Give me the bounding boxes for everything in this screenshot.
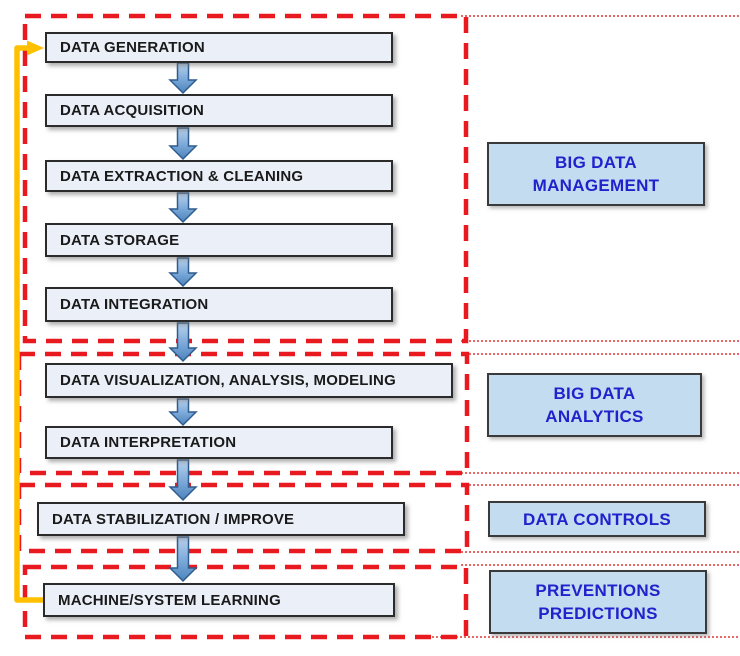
feedback-loop-arrow xyxy=(14,40,46,603)
group-outline-preventions-predictions xyxy=(22,564,469,640)
down-arrow-icon xyxy=(168,127,198,161)
down-arrow-icon xyxy=(168,62,198,95)
flow-node-label: DATA VISUALIZATION, ANALYSIS, MODELING xyxy=(60,372,396,389)
side-label-line: ANALYTICS xyxy=(545,407,644,426)
group-outlines xyxy=(16,13,470,640)
flow-node-data-acquisition: DATA ACQUISITION xyxy=(45,94,393,127)
flow-node-data-stabilization-improve: DATA STABILIZATION / IMPROVE xyxy=(37,502,405,536)
flow-node-data-integration: DATA INTEGRATION xyxy=(45,287,393,322)
side-label-line: DATA CONTROLS xyxy=(522,509,672,529)
flow-node-data-storage: DATA STORAGE xyxy=(45,223,393,257)
down-arrow-icon xyxy=(168,192,198,224)
side-label-big-data-management: BIG DATA MANAGEMENT xyxy=(487,142,705,206)
flow-node-data-generation: DATA GENERATION xyxy=(45,32,393,63)
side-label-line: PREDICTIONS xyxy=(538,604,658,623)
down-arrow-icon xyxy=(168,536,198,583)
flow-node-data-visualization-analysis-modeling: DATA VISUALIZATION, ANALYSIS, MODELING xyxy=(45,363,453,398)
flow-node-label: DATA INTERPRETATION xyxy=(60,434,237,451)
side-label-line: PREVENTIONS xyxy=(535,581,661,600)
flow-node-machine-system-learning: MACHINE/SYSTEM LEARNING xyxy=(43,583,395,617)
side-label-line: BIG DATA xyxy=(554,153,638,172)
side-label-big-data-analytics: BIG DATA ANALYTICS xyxy=(487,373,702,437)
flow-node-label: DATA INTEGRATION xyxy=(60,296,209,313)
flow-node-label: DATA STABILIZATION / IMPROVE xyxy=(52,510,295,528)
flow-node-data-extraction-cleaning: DATA EXTRACTION & CLEANING xyxy=(45,160,393,192)
feedback-arrow-line xyxy=(14,45,46,603)
down-arrow-icon xyxy=(168,398,198,427)
flow-node-label: DATA ACQUISITION xyxy=(60,102,205,119)
down-arrow-icon xyxy=(168,257,198,288)
down-arrow-icon xyxy=(168,459,198,502)
feedback-arrowhead-icon xyxy=(27,40,44,56)
flow-node-label: DATA EXTRACTION & CLEANING xyxy=(60,167,304,185)
side-label-line: BIG DATA xyxy=(553,384,636,403)
side-label-line: MANAGEMENT xyxy=(532,176,660,195)
group-outline-big-data-management xyxy=(22,13,469,344)
side-label-preventions-predictions: PREVENTIONS PREDICTIONS xyxy=(489,570,707,634)
side-label-data-controls: DATA CONTROLS xyxy=(488,501,706,537)
flow-node-data-interpretation: DATA INTERPRETATION xyxy=(45,426,393,459)
flow-node-label: DATA STORAGE xyxy=(60,231,180,249)
group-extension-lines xyxy=(420,15,739,638)
down-arrow-icon xyxy=(168,322,198,363)
flow-arrows xyxy=(168,62,198,583)
flow-node-label: MACHINE/SYSTEM LEARNING xyxy=(58,591,281,609)
flow-node-label: DATA GENERATION xyxy=(60,39,205,56)
